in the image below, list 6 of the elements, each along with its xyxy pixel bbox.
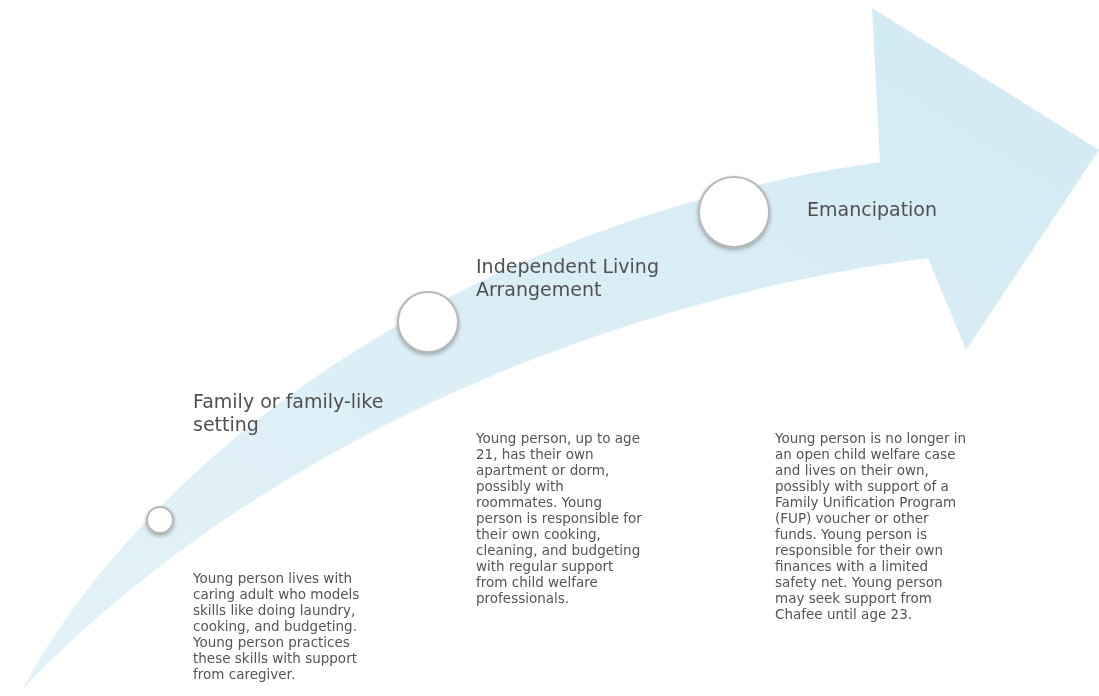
stage-description: Young person lives with caring adult who models skills like doing laundry, cooking, and budgeting. Young person practices these skills with support from caregiver. (193, 570, 361, 682)
stage-description: Young person is no longer in an open child welfare case and lives on their own, possibly with support of a Family Unification Program (FUP) voucher or other funds. Young person is responsible for their own finances with a limited safety net. Young person may seek support from Chafee until age 23. (775, 430, 968, 622)
stage-description: Young person, up to age 21, has their own apartment or dorm, possibly with roommates. Young person is responsible for their own cooking, cleaning, and budgeting with regular support from child welfare professionals. (476, 430, 643, 606)
stage-heading: Independent Living Arrangement (476, 255, 660, 301)
stage-heading: Emancipation (807, 198, 939, 221)
stage-heading: Family or family-like setting (193, 390, 385, 436)
